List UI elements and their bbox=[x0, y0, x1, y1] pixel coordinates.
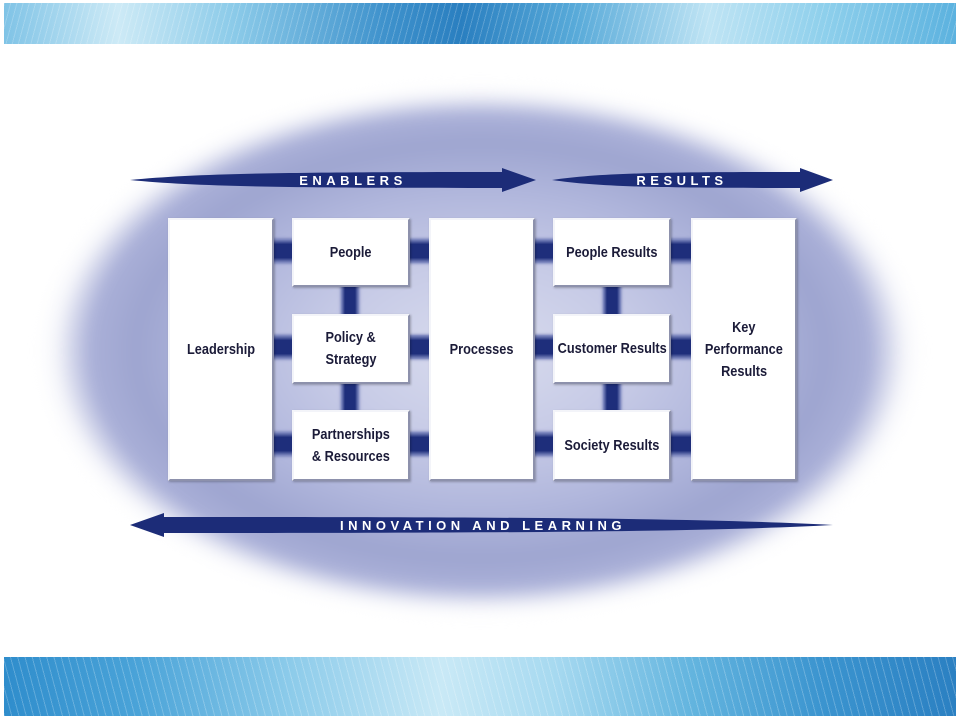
partnerships-resources-box: Partnerships & Resources bbox=[292, 410, 410, 481]
connector bbox=[603, 382, 621, 412]
key-performance-results-label-line1: Key bbox=[732, 318, 756, 336]
people-box: People bbox=[292, 218, 410, 287]
connector bbox=[669, 239, 693, 263]
header-banner bbox=[4, 3, 956, 44]
policy-strategy-label-line2: Strategy bbox=[325, 351, 377, 368]
enablers-label: ENABLERS bbox=[299, 173, 407, 188]
connector bbox=[603, 285, 621, 316]
partnerships-resources-label-line1: Partnerships bbox=[312, 425, 390, 443]
people-results-box: People Results bbox=[553, 218, 671, 287]
connector bbox=[408, 432, 431, 456]
people-results-label: People Results bbox=[566, 243, 658, 261]
leadership-box: Leadership bbox=[168, 218, 274, 481]
connector bbox=[533, 432, 555, 456]
connector bbox=[669, 432, 693, 456]
connector bbox=[341, 285, 359, 316]
connector bbox=[533, 335, 555, 359]
innovation-learning-label: INNOVATION AND LEARNING bbox=[340, 518, 626, 533]
results-label: RESULTS bbox=[636, 173, 727, 188]
results-arrow bbox=[552, 168, 833, 192]
customer-results-box: Customer Results bbox=[553, 314, 671, 384]
connector bbox=[533, 239, 555, 263]
connector bbox=[272, 335, 294, 359]
leadership-label: Leadership bbox=[186, 340, 256, 358]
partnerships-resources-label-line2: & Resources bbox=[312, 447, 390, 465]
connector bbox=[272, 239, 294, 263]
key-performance-results-label-line3: Results bbox=[720, 362, 768, 380]
society-results-box: Society Results bbox=[553, 410, 671, 481]
connector bbox=[272, 432, 294, 456]
key-performance-results-box: Key Performance Results bbox=[691, 218, 797, 481]
connector bbox=[408, 239, 431, 263]
society-results-label: Society Results bbox=[564, 436, 660, 454]
connector bbox=[408, 335, 431, 359]
innovation-learning-arrow bbox=[130, 513, 833, 537]
processes-box: Processes bbox=[429, 218, 535, 481]
connector bbox=[341, 382, 359, 412]
customer-results-label: Customer Results bbox=[557, 340, 667, 357]
key-performance-results-label-line2: Performance bbox=[705, 340, 783, 358]
connector bbox=[669, 335, 693, 359]
policy-strategy-box: Policy & Strategy bbox=[292, 314, 410, 384]
people-label: People bbox=[330, 243, 372, 261]
enablers-arrow bbox=[130, 168, 536, 192]
processes-label: Processes bbox=[450, 340, 514, 358]
policy-strategy-label-line1: Policy & bbox=[325, 329, 377, 346]
footer-banner bbox=[4, 657, 956, 716]
